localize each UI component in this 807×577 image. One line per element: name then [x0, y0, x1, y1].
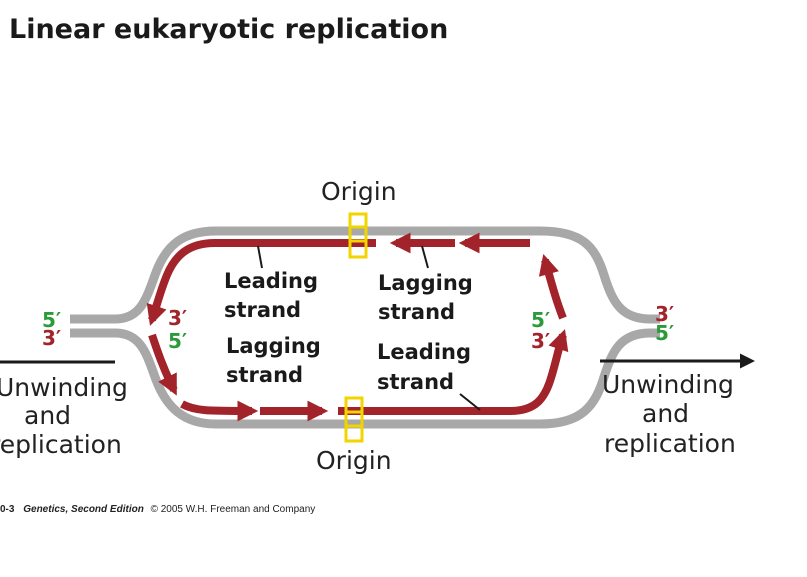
new-strands [146, 232, 569, 422]
right-unwinding-line1: Unwinding [602, 370, 734, 399]
figure-caption: 0-3 Genetics, Second Edition © 2005 W.H.… [0, 504, 315, 515]
diagram-title: Linear eukaryotic replication [9, 14, 448, 45]
top-lagging-label-line2: strand [378, 300, 455, 324]
origin-markers [344, 212, 368, 443]
top-origin-marker [348, 212, 368, 259]
right-top-3prime: 3′ [655, 302, 674, 326]
top-leading-strand [146, 239, 376, 326]
bottom-lagging-fragment-2 [180, 400, 259, 422]
left-fork-3prime: 3′ [168, 306, 187, 330]
right-unwinding-line2: and [642, 399, 689, 428]
label-pointers [257, 245, 481, 411]
left-bottom-3prime: 3′ [42, 326, 61, 350]
bottom-origin-label: Origin [316, 446, 392, 475]
right-unwinding-line3: replication [604, 429, 736, 458]
top-lagging-fragment-3 [538, 253, 567, 320]
parental-top-strand [70, 226, 660, 324]
bottom-lagging-label-line2: strand [226, 363, 303, 387]
top-lagging-label-line1: Lagging [378, 271, 473, 295]
left-fork-5prime: 5′ [168, 329, 187, 353]
left-unwinding-line3: replication [0, 430, 122, 459]
figure-number: 0-3 [0, 504, 15, 515]
top-origin-label: Origin [321, 177, 397, 206]
top-leading-label-line1: Leading [224, 269, 318, 293]
right-fork-3prime: 3′ [531, 329, 550, 353]
copyright-text: © 2005 W.H. Freeman and Company [151, 504, 316, 515]
bottom-leading-label-line1: Leading [377, 340, 471, 364]
parental-bottom-strand [70, 328, 660, 429]
bottom-leading-strand [338, 329, 569, 415]
book-title: Genetics, Second Edition [23, 504, 144, 515]
left-unwinding-line1: Unwinding [0, 373, 128, 402]
bottom-lagging-label-line1: Lagging [226, 334, 321, 358]
right-fork-5prime: 5′ [531, 308, 550, 332]
top-leading-label-line2: strand [224, 298, 301, 322]
left-unwinding-line2: and [24, 401, 71, 430]
bottom-origin-marker [344, 396, 364, 443]
parental-strands [70, 226, 660, 429]
bottom-lagging-fragment-1 [148, 333, 178, 396]
right-bottom-5prime: 5′ [655, 321, 674, 345]
bottom-leading-label-line2: strand [377, 370, 454, 394]
left-top-5prime: 5′ [42, 308, 61, 332]
